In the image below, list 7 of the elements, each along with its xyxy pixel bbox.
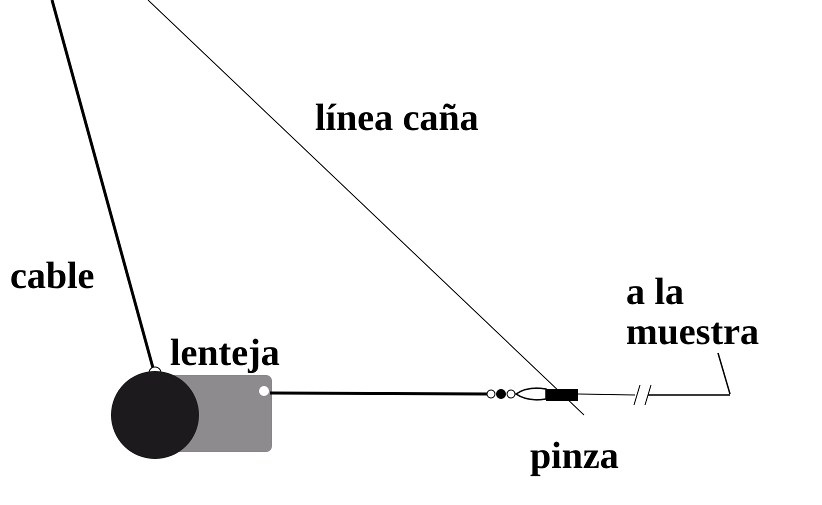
part-label: cable — [10, 256, 94, 296]
fishing-line — [648, 394, 730, 396]
part-label: lenteja — [170, 333, 280, 373]
callout-label: a la muestra — [626, 272, 801, 352]
part-label: pinza — [530, 436, 619, 476]
part-label: línea caña — [315, 98, 479, 138]
leader-line — [717, 352, 731, 394]
